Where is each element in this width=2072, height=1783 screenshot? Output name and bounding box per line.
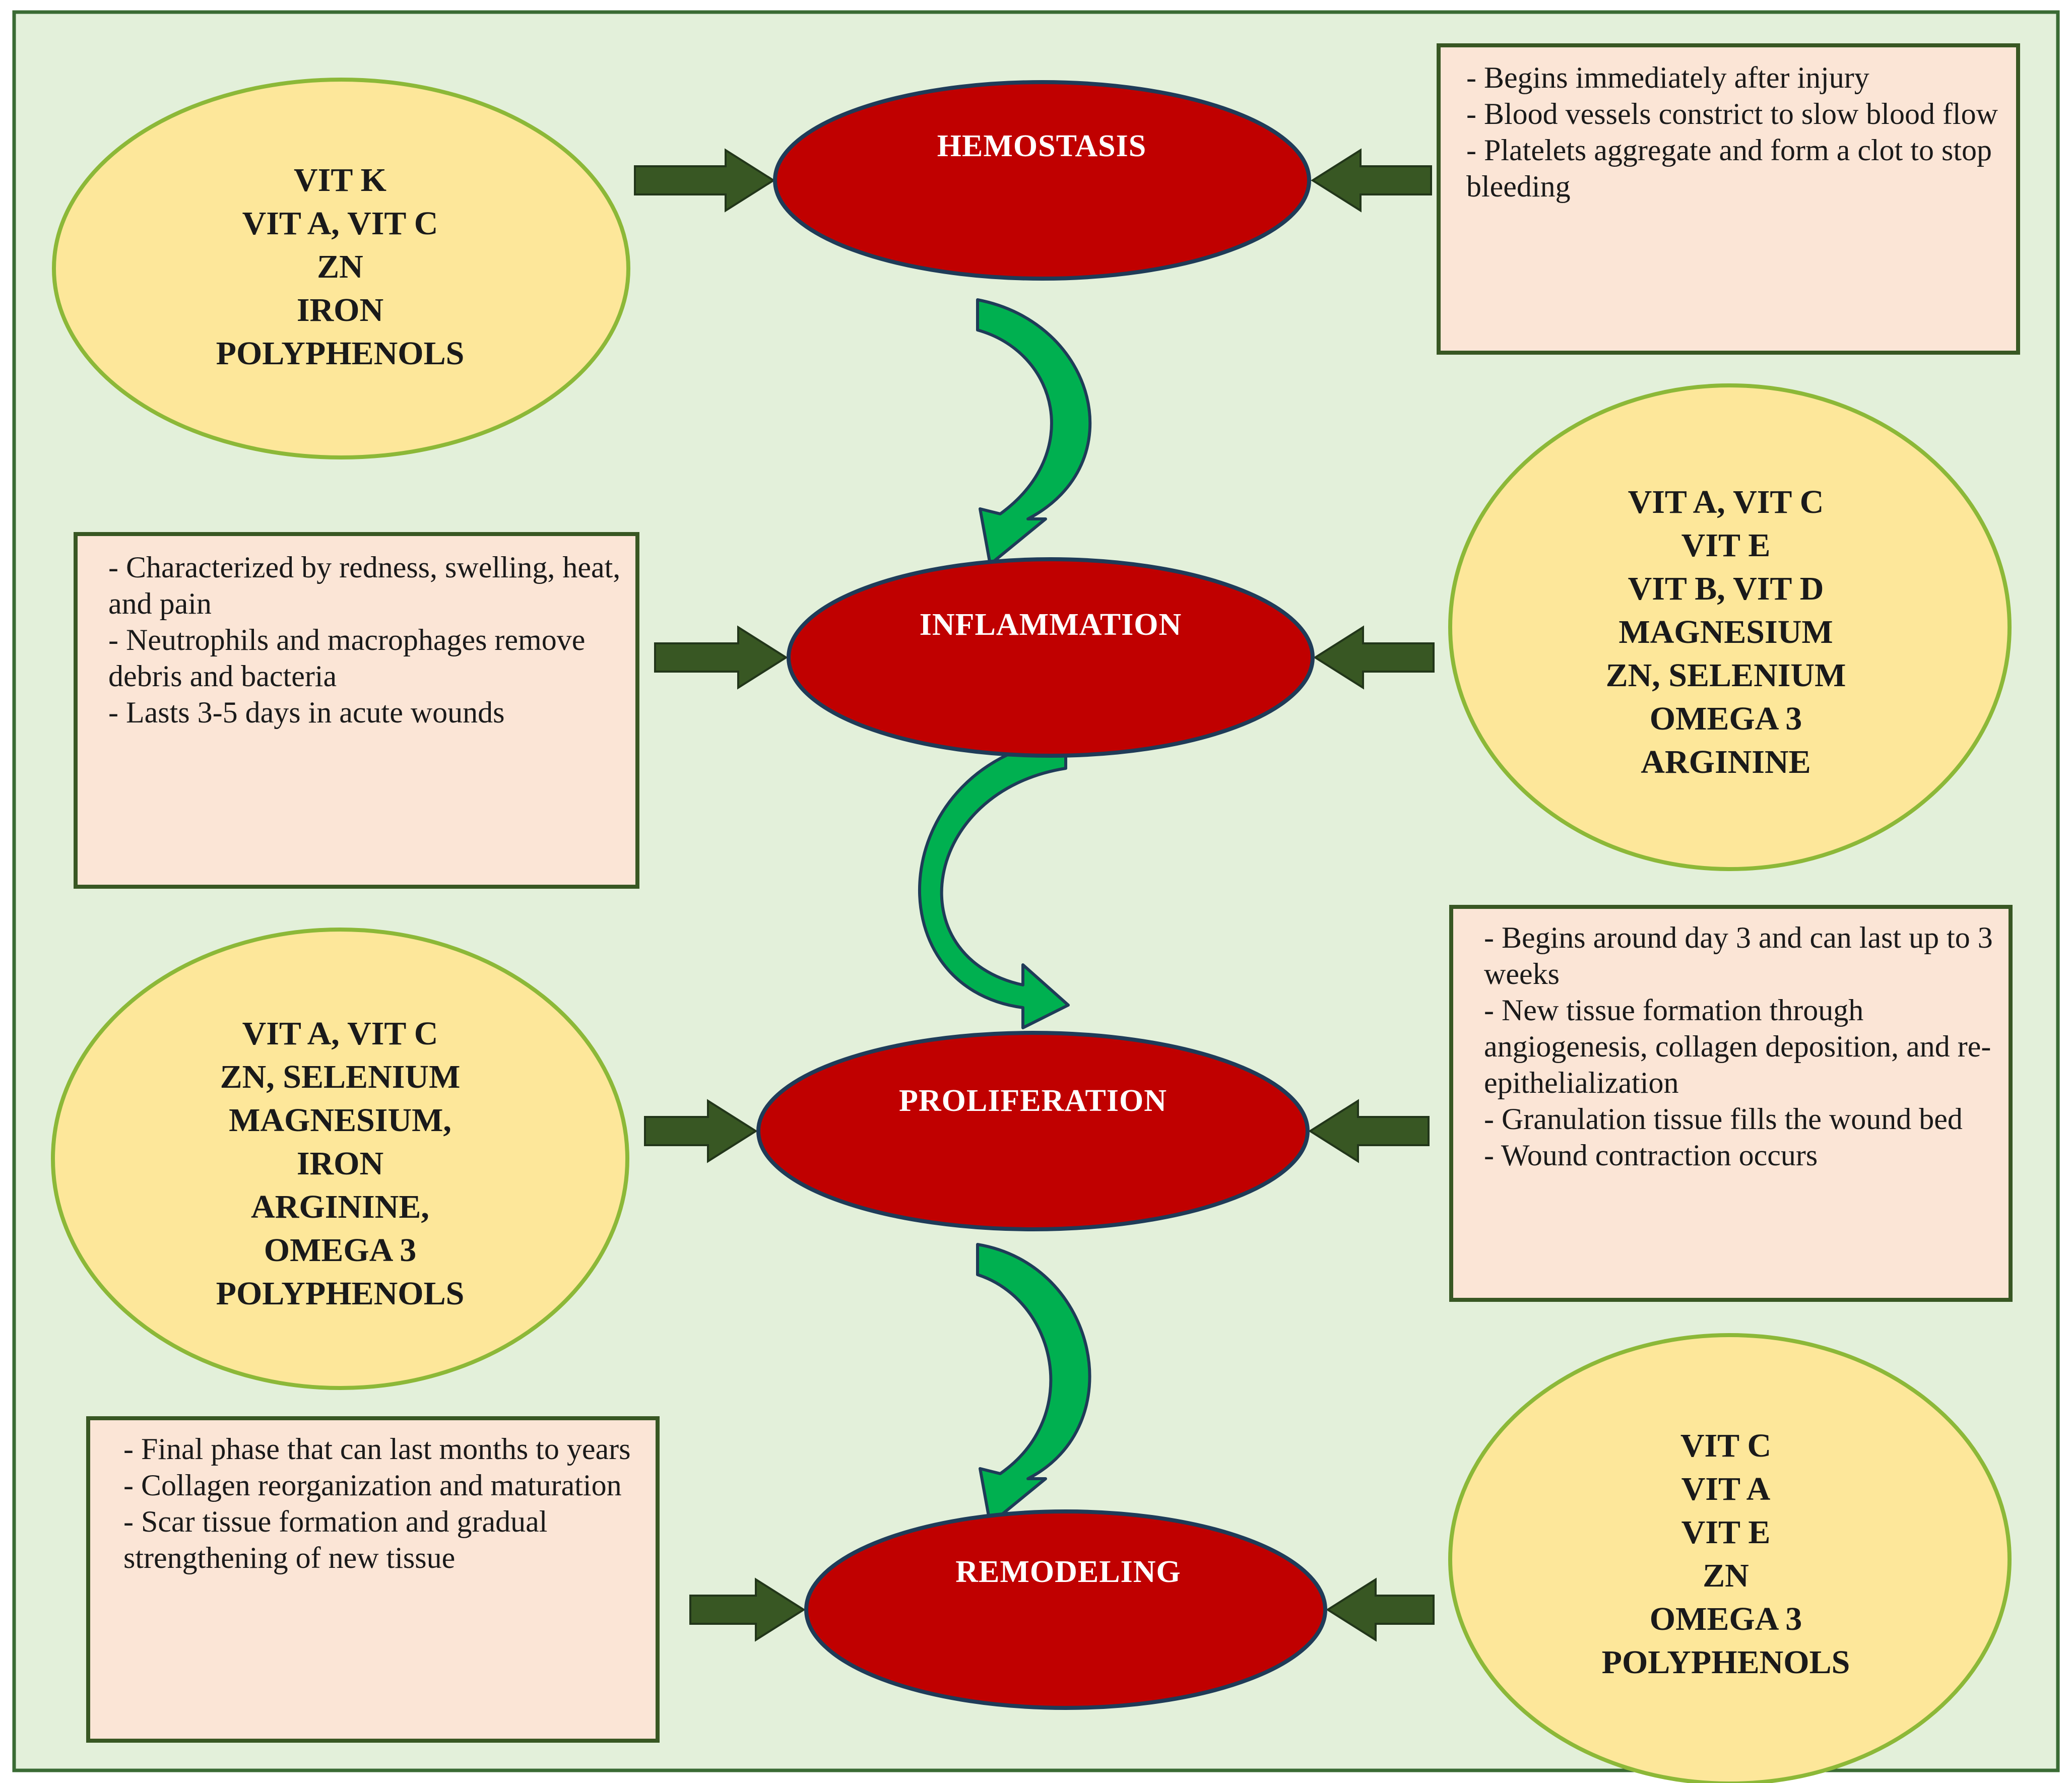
nutrient-item: VIT E [1681, 1514, 1771, 1551]
nutrients-proliferation: VIT A, VIT C ZN, SELENIUM MAGNESIUM, IRO… [101, 1003, 579, 1325]
shapes-layer [51, 43, 2020, 1783]
arrow-left-remodeling [1326, 1577, 1435, 1642]
description-line: - Collagen reorganization and maturation [123, 1469, 622, 1502]
description-remodeling: - Final phase that can last months to ye… [123, 1431, 642, 1576]
description-line: - New tissue formation through angiogene… [1484, 994, 1991, 1099]
arrow-left-hemostasis [1311, 148, 1432, 213]
nutrient-ellipse-inflammation [1448, 383, 2012, 871]
arrow-left-proliferation [1308, 1099, 1430, 1163]
arrow-left-inflammation [1313, 625, 1435, 690]
nutrient-item: VIT K [293, 162, 386, 199]
description-box-hemostasis [1437, 43, 2020, 355]
curved-arrow-1 [976, 298, 1092, 566]
curved-arrow-2 [918, 737, 1070, 1029]
description-line: - Final phase that can last months to ye… [123, 1432, 631, 1466]
nutrient-item: VIT E [1681, 527, 1771, 564]
description-line: - Wound contraction occurs [1484, 1139, 1818, 1172]
phase-ellipse-remodeling [804, 1509, 1327, 1710]
description-line: - Platelets aggregate and form a clot to… [1466, 134, 1992, 203]
arrow-right-hemostasis [634, 148, 775, 213]
description-line: - Lasts 3-5 days in acute wounds [108, 696, 505, 729]
nutrient-ellipse-hemostasis [52, 78, 630, 459]
nutrient-item: ZN, SELENIUM [220, 1059, 461, 1095]
phase-label-hemostasis: HEMOSTASIS [937, 129, 1147, 163]
nutrient-item: VIT B, VIT D [1628, 570, 1824, 607]
description-box-remodeling [86, 1416, 660, 1743]
nutrient-item: VIT A, VIT C [242, 205, 438, 242]
description-line: - Begins around day 3 and can last up to… [1484, 921, 1993, 990]
nutrient-item: IRON [296, 1145, 384, 1182]
nutrient-item: POLYPHENOLS [1601, 1644, 1850, 1681]
nutrient-item: IRON [296, 292, 384, 328]
nutrient-item: VIT A [1681, 1471, 1771, 1507]
nutrient-ellipse-remodeling [1448, 1333, 2012, 1783]
nutrient-ellipse-proliferation [51, 928, 629, 1390]
description-line: - Begins immediately after injury [1466, 61, 1869, 94]
description-box-inflammation [74, 532, 639, 889]
nutrients-inflammation: VIT A, VIT C VIT E VIT B, VIT D MAGNESIU… [1486, 471, 1965, 794]
description-line: - Blood vessels constrict to slow blood … [1466, 97, 1998, 130]
description-proliferation: - Begins around day 3 and can last up to… [1484, 919, 1993, 1173]
nutrient-item: ZN [1703, 1557, 1749, 1594]
nutrient-item: OMEGA 3 [264, 1232, 417, 1269]
arrow-right-proliferation [644, 1099, 758, 1163]
description-box-proliferation [1449, 905, 2013, 1302]
phase-ellipse-proliferation [756, 1031, 1310, 1231]
description-line: - Neutrophils and macrophages remove deb… [108, 623, 586, 693]
description-line: - Characterized by redness, swelling, he… [108, 551, 621, 620]
phase-label-remodeling: REMODELING [955, 1555, 1181, 1589]
curved-arrow-3 [976, 1243, 1091, 1526]
nutrient-item: VIT C [1680, 1427, 1772, 1464]
nutrients-hemostasis: VIT K VIT A, VIT C ZN IRON POLYPHENOLS [101, 151, 579, 383]
phase-ellipse-inflammation [787, 557, 1315, 758]
arrow-right-inflammation [654, 625, 788, 690]
arrow-right-remodeling [689, 1577, 806, 1642]
phase-ellipse-hemostasis [773, 80, 1311, 281]
nutrient-item: VIT A, VIT C [1628, 484, 1824, 520]
nutrients-remodeling: VIT C VIT A VIT E ZN OMEGA 3 POLYPHENOLS [1486, 1416, 1965, 1693]
nutrient-item: POLYPHENOLS [216, 335, 465, 372]
phase-label-inflammation: INFLAMMATION [919, 608, 1182, 642]
nutrient-item: OMEGA 3 [1649, 700, 1802, 737]
nutrient-item: ZN [317, 248, 363, 285]
description-inflammation: - Characterized by redness, swelling, he… [108, 549, 622, 731]
connectors-layer [634, 148, 1435, 1642]
nutrient-item: ZN, SELENIUM [1605, 657, 1846, 694]
nutrient-item: MAGNESIUM [1618, 614, 1833, 650]
nutrient-item: ARGININE, [251, 1188, 429, 1225]
nutrient-item: VIT A, VIT C [242, 1015, 438, 1052]
description-hemostasis: - Begins immediately after injury - Bloo… [1466, 59, 2005, 205]
nutrient-item: POLYPHENOLS [216, 1275, 465, 1312]
nutrient-item: OMEGA 3 [1649, 1601, 1802, 1637]
nutrient-item: MAGNESIUM, [229, 1102, 451, 1139]
phase-label-proliferation: PROLIFERATION [898, 1084, 1167, 1118]
description-line: - Granulation tissue fills the wound bed [1484, 1102, 1963, 1136]
nutrient-item: ARGININE [1641, 744, 1811, 780]
description-line: - Scar tissue formation and gradual stre… [123, 1505, 548, 1574]
